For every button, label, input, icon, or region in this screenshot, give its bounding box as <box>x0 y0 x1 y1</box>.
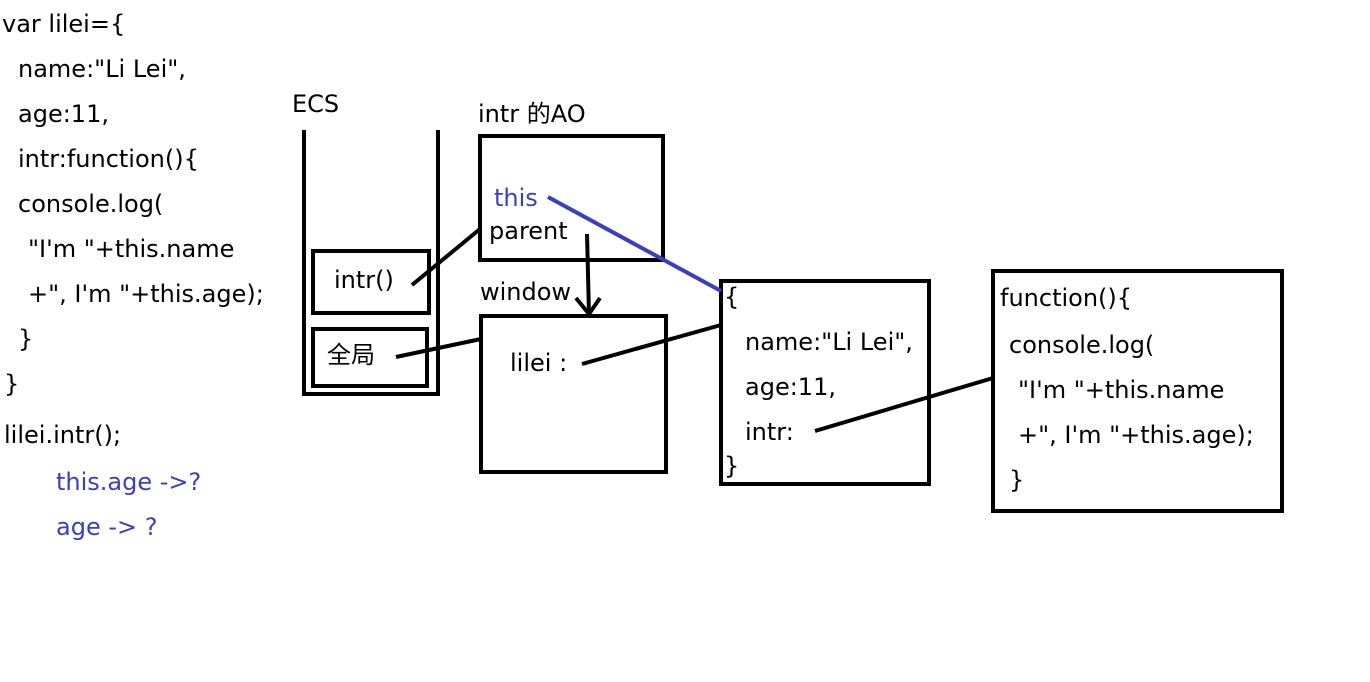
code-line: name:"Li Lei", <box>18 55 186 83</box>
code-line: "I'm "+this.name <box>28 235 235 263</box>
code-line: } <box>4 370 20 398</box>
ao-parent: parent <box>489 217 568 245</box>
window-box <box>479 314 668 474</box>
connector-parent-arrow-left <box>574 296 591 316</box>
ecs-frame-global <box>311 327 429 388</box>
object-intr: intr: <box>745 418 794 446</box>
ao-this: this <box>494 184 538 212</box>
question-this-age: this.age ->? <box>56 468 202 496</box>
code-line: var lilei={ <box>2 10 126 38</box>
code-line: +", I'm "+this.age); <box>28 280 264 308</box>
connector-parent-arrow-right <box>587 296 602 316</box>
function-line: console.log( <box>1009 331 1155 359</box>
ao-label: intr 的AO <box>478 100 586 128</box>
code-line: lilei.intr(); <box>4 421 122 449</box>
connector-global-to-window <box>395 337 482 359</box>
connector-intr-to-ao <box>410 227 482 287</box>
window-label: window <box>480 278 572 306</box>
code-line: } <box>18 325 34 353</box>
function-line: "I'm "+this.name <box>1018 376 1225 404</box>
function-line: +", I'm "+this.age); <box>1018 421 1254 449</box>
object-age: age:11, <box>745 373 836 401</box>
code-line: console.log( <box>18 190 164 218</box>
connector-intr-to-function <box>814 376 994 433</box>
object-box <box>719 279 931 486</box>
code-line: age:11, <box>18 100 109 128</box>
ecs-label: ECS <box>292 90 340 118</box>
ecs-frame-intr-label: intr() <box>334 266 394 294</box>
object-open-brace: { <box>724 283 740 311</box>
ecs-frame-intr <box>311 249 431 315</box>
object-close-brace: } <box>724 452 740 480</box>
code-line: intr:function(){ <box>18 145 199 173</box>
question-age: age -> ? <box>56 513 158 541</box>
connector-parent-to-window <box>585 233 591 315</box>
object-name: name:"Li Lei", <box>745 328 913 356</box>
function-box <box>991 269 1284 513</box>
connector-this-to-object <box>547 195 722 293</box>
function-line: } <box>1009 466 1025 494</box>
window-entry-lilei: lilei : <box>510 349 568 377</box>
ecs-frame-global-label: 全局 <box>327 341 375 369</box>
function-line: function(){ <box>1000 284 1133 312</box>
connector-lilei-to-object <box>581 323 722 366</box>
ao-box <box>478 134 665 262</box>
